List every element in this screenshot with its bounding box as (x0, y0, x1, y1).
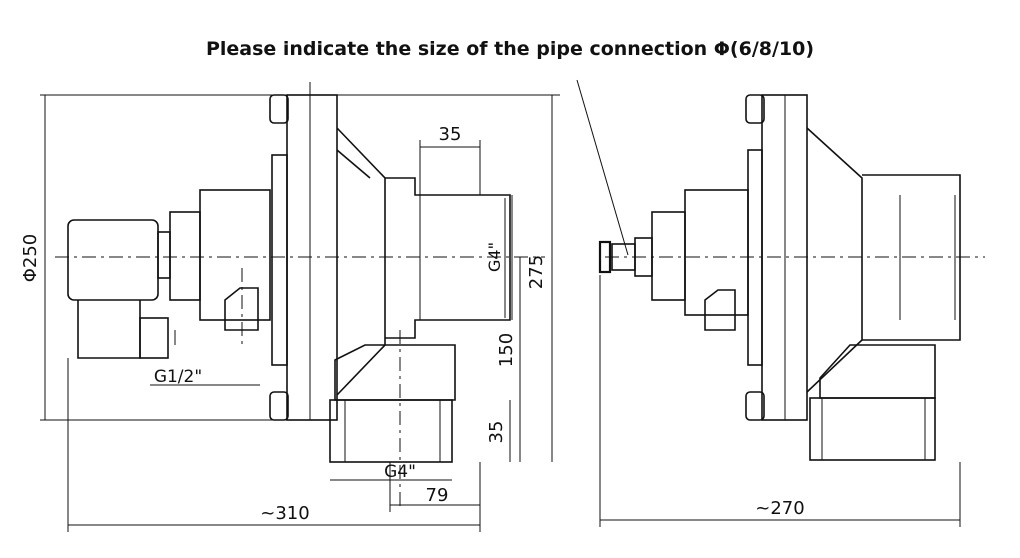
dim-35-bottom: 35 (486, 421, 507, 444)
dim-g4-side: G4" (485, 242, 504, 272)
dim-150: 150 (496, 333, 517, 367)
dim-270: ~270 (755, 498, 804, 519)
dim-phi-250: Φ250 (20, 234, 41, 283)
note-leader-line (576, 79, 629, 256)
side-view (598, 94, 985, 461)
front-dimensions: Φ250 35 G4" 275 150 35 G1/2" G4" 79 (20, 95, 553, 532)
dim-275: 275 (526, 255, 547, 289)
pipe-connection-note: Please indicate the size of the pipe con… (205, 38, 815, 60)
side-dimensions: ~270 (599, 275, 961, 527)
dim-g1-2: G1/2" (154, 367, 202, 387)
dim-310: ~310 (260, 503, 309, 524)
front-view (40, 82, 560, 510)
dim-79: 79 (426, 485, 449, 506)
dim-g4-bottom: G4" (384, 462, 416, 482)
dim-35-top: 35 (439, 124, 462, 145)
